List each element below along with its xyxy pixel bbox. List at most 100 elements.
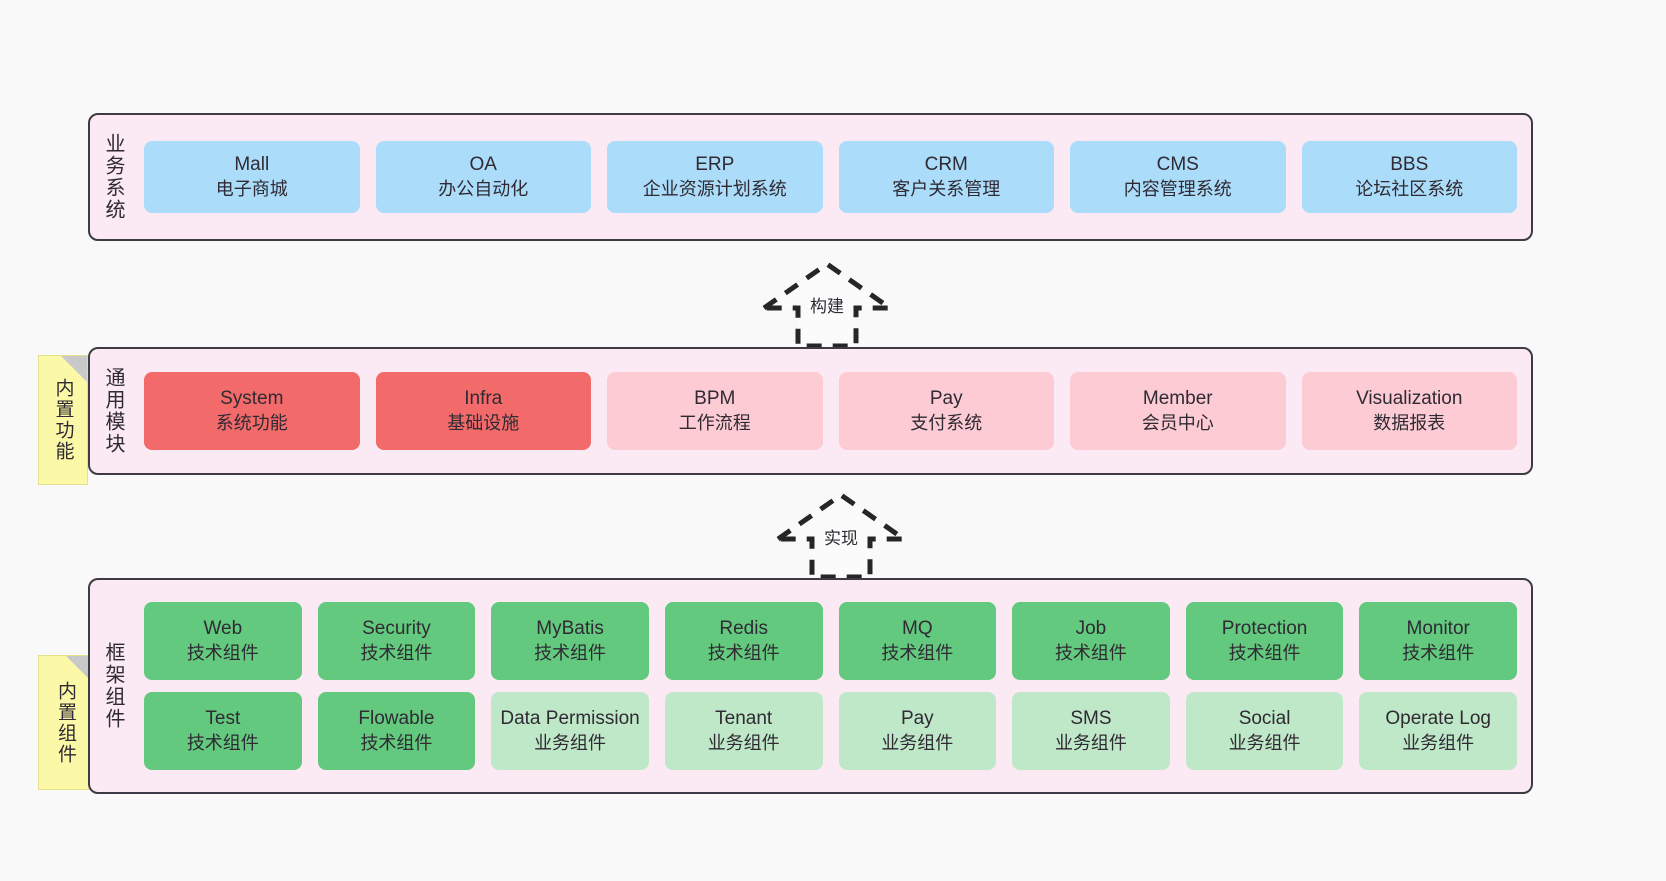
- layer-caption-framework-components: 框架组件: [102, 642, 124, 730]
- card-subtitle: 业务组件: [534, 732, 607, 753]
- card-subtitle: 技术组件: [186, 732, 259, 753]
- card-title: MQ: [902, 618, 933, 640]
- card-title: BBS: [1390, 154, 1429, 176]
- tag-label: 内置功能: [52, 378, 74, 462]
- card-subtitle: 基础设施: [447, 412, 520, 433]
- card-oa[interactable]: OA 办公自动化: [375, 141, 591, 213]
- card-title: Operate Log: [1385, 708, 1491, 730]
- card-title: SMS: [1070, 708, 1112, 730]
- card-monitor[interactable]: Monitor 技术组件: [1359, 602, 1517, 680]
- card-title: Protection: [1221, 618, 1308, 640]
- layer-business-systems: 业务系统 Mall 电子商城 OA 办公自动化 ERP 企业资源计划系统 CRM…: [88, 113, 1533, 241]
- card-flowable[interactable]: Flowable 技术组件: [317, 692, 476, 770]
- card-subtitle: 办公自动化: [438, 178, 529, 199]
- card-row: System 系统功能 Infra 基础设施 BPM 工作流程 Pay 支付系统…: [144, 372, 1517, 450]
- card-title: Redis: [719, 618, 768, 640]
- arrow-implement-label: 实现: [824, 529, 858, 548]
- card-title: Monitor: [1406, 618, 1470, 640]
- card-tenant[interactable]: Tenant 业务组件: [664, 692, 823, 770]
- layer-common-modules: 通用模块 System 系统功能 Infra 基础设施 BPM 工作流程 Pay…: [88, 347, 1533, 475]
- card-operate-log[interactable]: Operate Log 业务组件: [1359, 692, 1517, 770]
- card-subtitle: 系统功能: [215, 412, 288, 433]
- arrow-build-label: 构建: [810, 297, 844, 316]
- card-title: CRM: [924, 154, 968, 176]
- card-redis[interactable]: Redis 技术组件: [664, 602, 823, 680]
- tag-builtin-functions: 内置功能: [38, 355, 88, 485]
- card-title: Web: [203, 618, 243, 640]
- card-subtitle: 论坛社区系统: [1355, 178, 1464, 199]
- layer-body-common-modules: System 系统功能 Infra 基础设施 BPM 工作流程 Pay 支付系统…: [136, 349, 1531, 473]
- card-title: Test: [205, 708, 241, 730]
- card-title: System: [220, 388, 284, 410]
- card-pay-business[interactable]: Pay 业务组件: [838, 692, 997, 770]
- card-subtitle: 技术组件: [1402, 642, 1475, 663]
- card-protection[interactable]: Protection 技术组件: [1185, 602, 1344, 680]
- card-title: CMS: [1156, 154, 1199, 176]
- card-crm[interactable]: CRM 客户关系管理: [838, 141, 1054, 213]
- card-title: OA: [469, 154, 497, 176]
- card-subtitle: 技术组件: [1228, 642, 1301, 663]
- card-title: Data Permission: [500, 708, 640, 730]
- card-mybatis[interactable]: MyBatis 技术组件: [491, 602, 649, 680]
- tag-label: 内置组件: [55, 680, 76, 765]
- layer-body-business-systems: Mall 电子商城 OA 办公自动化 ERP 企业资源计划系统 CRM 客户关系…: [136, 115, 1531, 239]
- card-subtitle: 支付系统: [910, 412, 983, 433]
- card-subtitle: 技术组件: [360, 642, 433, 663]
- card-row: Web 技术组件 Security 技术组件 MyBatis 技术组件 Redi…: [144, 602, 1517, 680]
- card-row: Test 技术组件 Flowable 技术组件 Data Permission …: [144, 692, 1517, 770]
- card-subtitle: 业务组件: [1228, 732, 1301, 753]
- card-mall[interactable]: Mall 电子商城: [144, 141, 360, 213]
- card-visualization[interactable]: Visualization 数据报表: [1301, 372, 1517, 450]
- card-title: Tenant: [715, 708, 773, 730]
- card-bpm[interactable]: BPM 工作流程: [607, 372, 823, 450]
- layer-caption-business-systems: 业务系统: [102, 133, 124, 221]
- card-system[interactable]: System 系统功能: [144, 372, 360, 450]
- card-pay[interactable]: Pay 支付系统: [838, 372, 1054, 450]
- card-bbs[interactable]: BBS 论坛社区系统: [1301, 141, 1517, 213]
- card-title: Job: [1075, 618, 1107, 640]
- card-title: Social: [1238, 708, 1291, 730]
- card-title: BPM: [694, 388, 736, 410]
- card-title: Member: [1142, 388, 1213, 410]
- card-job[interactable]: Job 技术组件: [1012, 602, 1170, 680]
- card-row: Mall 电子商城 OA 办公自动化 ERP 企业资源计划系统 CRM 客户关系…: [144, 141, 1517, 213]
- card-data-permission[interactable]: Data Permission 业务组件: [491, 692, 649, 770]
- card-erp[interactable]: ERP 企业资源计划系统: [607, 141, 823, 213]
- card-subtitle: 业务组件: [1054, 732, 1127, 753]
- card-subtitle: 技术组件: [360, 732, 433, 753]
- card-title: Security: [362, 618, 431, 640]
- card-security[interactable]: Security 技术组件: [317, 602, 476, 680]
- card-subtitle: 业务组件: [881, 732, 954, 753]
- card-title: Mall: [234, 154, 270, 176]
- card-title: ERP: [695, 154, 735, 176]
- card-subtitle: 技术组件: [1054, 642, 1127, 663]
- card-title: Visualization: [1356, 388, 1463, 410]
- card-infra[interactable]: Infra 基础设施: [375, 372, 591, 450]
- card-subtitle: 电子商城: [215, 178, 288, 199]
- card-web[interactable]: Web 技术组件: [144, 602, 302, 680]
- card-cms[interactable]: CMS 内容管理系统: [1070, 141, 1286, 213]
- card-mq[interactable]: MQ 技术组件: [838, 602, 997, 680]
- card-title: Pay: [929, 388, 963, 410]
- card-member[interactable]: Member 会员中心: [1070, 372, 1286, 450]
- card-sms[interactable]: SMS 业务组件: [1012, 692, 1170, 770]
- layer-caption-common-modules: 通用模块: [102, 367, 124, 455]
- card-subtitle: 技术组件: [881, 642, 954, 663]
- card-subtitle: 技术组件: [534, 642, 607, 663]
- card-subtitle: 技术组件: [707, 642, 780, 663]
- card-social[interactable]: Social 业务组件: [1185, 692, 1344, 770]
- layer-body-framework-components: Web 技术组件 Security 技术组件 MyBatis 技术组件 Redi…: [136, 580, 1531, 792]
- arrow-implement-icon: [770, 491, 912, 580]
- card-title: Flowable: [358, 708, 435, 730]
- card-title: MyBatis: [536, 618, 604, 640]
- card-title: Infra: [464, 388, 503, 410]
- card-test[interactable]: Test 技术组件: [144, 692, 302, 770]
- card-subtitle: 技术组件: [186, 642, 259, 663]
- card-subtitle: 业务组件: [707, 732, 780, 753]
- card-subtitle: 内容管理系统: [1123, 178, 1232, 199]
- card-title: Pay: [900, 708, 934, 730]
- card-subtitle: 会员中心: [1141, 412, 1214, 433]
- card-subtitle: 业务组件: [1402, 732, 1475, 753]
- card-subtitle: 企业资源计划系统: [642, 178, 787, 199]
